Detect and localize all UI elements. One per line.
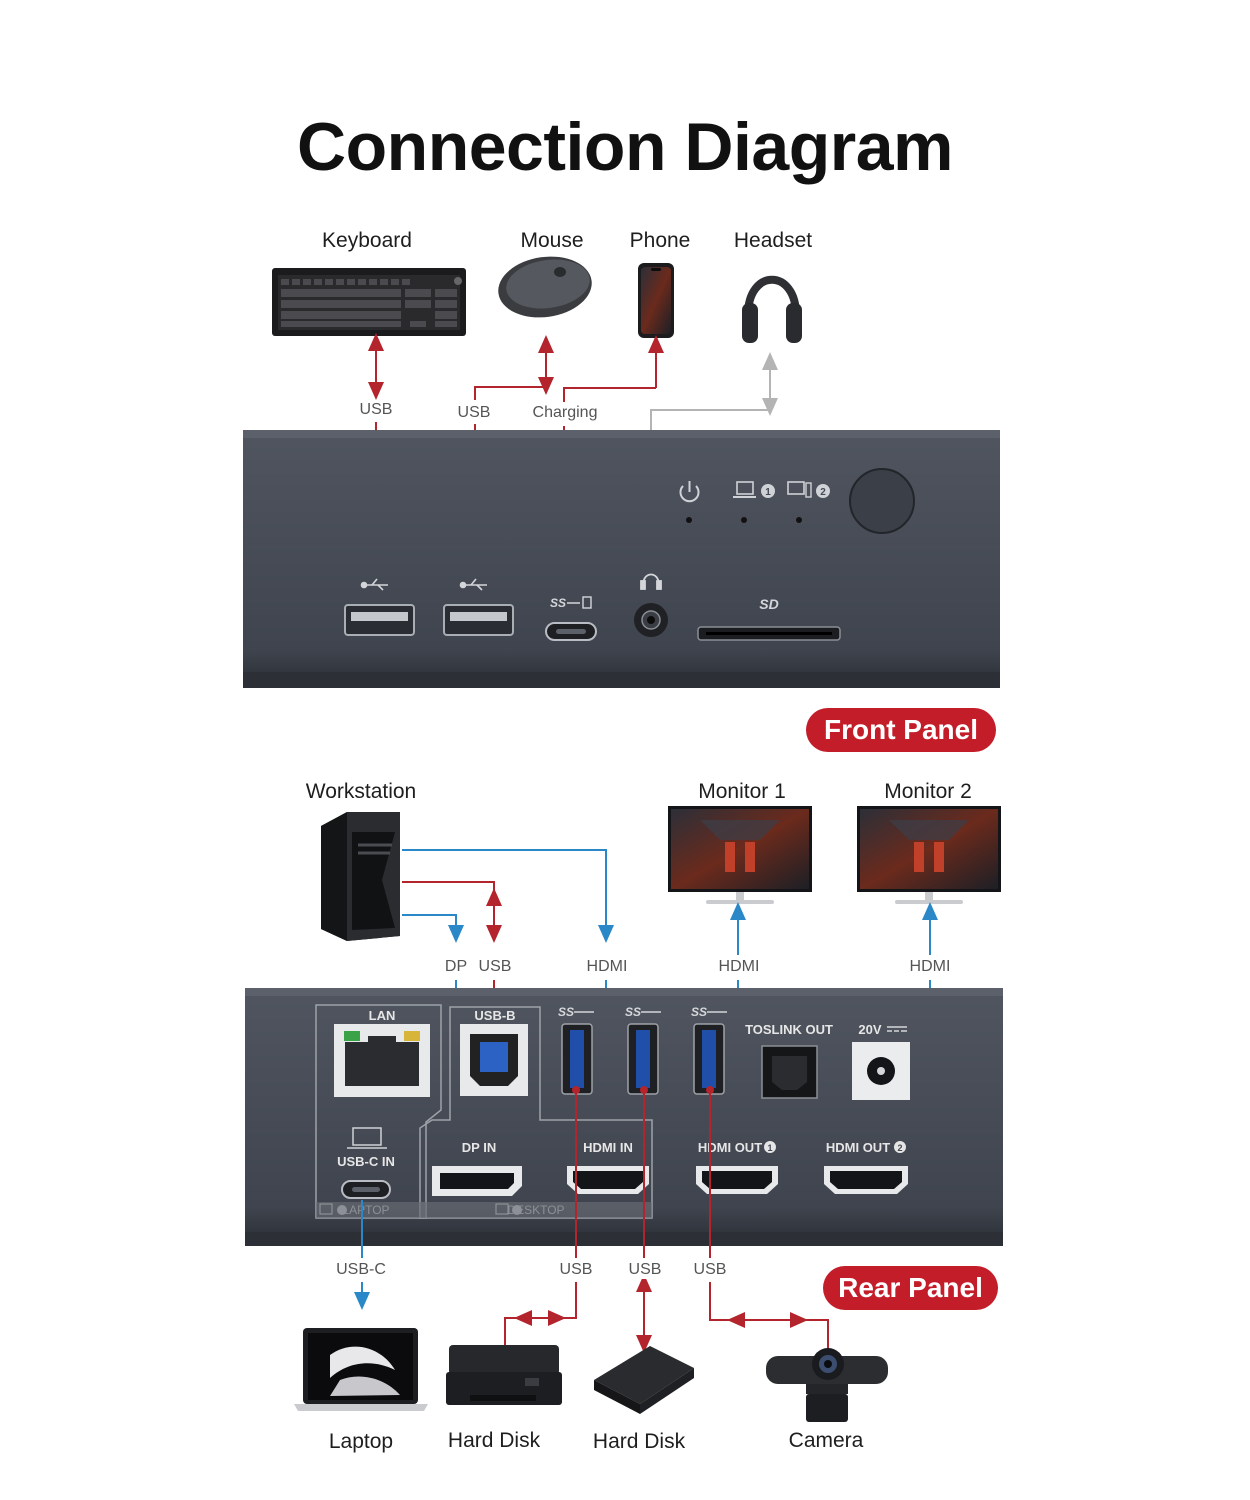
svg-text:1: 1	[765, 487, 771, 498]
usb-a-port-rear-2[interactable]	[627, 1023, 659, 1095]
output-2-badge	[894, 1141, 906, 1153]
laptop-group-label: LAPTOP	[342, 1203, 389, 1217]
hdmi-in-label: HDMI IN	[583, 1140, 633, 1155]
laptop-icon	[294, 1328, 428, 1411]
link-label-hdmi-monitor-1: HDMI	[716, 958, 762, 976]
usb-symbol-icon	[360, 578, 388, 591]
page-title: Connection Diagram	[297, 109, 953, 185]
switch-button[interactable]	[849, 468, 915, 534]
usb-b-port[interactable]	[460, 1024, 528, 1096]
headphone-symbol-icon	[640, 573, 662, 590]
rear-panel-badge: Rear Panel	[823, 1266, 998, 1310]
link-label-mouse: USB	[455, 404, 493, 422]
lan-port[interactable]	[334, 1024, 430, 1097]
superspeed-usb-icon: SS	[691, 1005, 727, 1019]
svg-text:SS: SS	[625, 1005, 641, 1019]
dp-in-label: DP IN	[462, 1140, 496, 1155]
hdmi-out-1-label: HDMI OUT	[698, 1140, 762, 1155]
usb-a-port-2[interactable]	[443, 604, 514, 636]
svg-text:1: 1	[767, 1143, 772, 1153]
link-label-hdmi-in: HDMI	[584, 958, 630, 976]
hdmi-out-2-port[interactable]	[824, 1166, 908, 1194]
printer-icon	[446, 1345, 562, 1405]
dc-power-port[interactable]	[852, 1042, 910, 1100]
hard-disk-2-label: Hard Disk	[592, 1430, 686, 1453]
sd-logo: SD	[759, 596, 778, 612]
usb-a-port-rear-1[interactable]	[561, 1023, 593, 1095]
workstation-label: Workstation	[305, 780, 417, 803]
usb-c-port[interactable]	[545, 622, 597, 641]
hdmi-out-2-label: HDMI OUT	[826, 1140, 890, 1155]
link-label-usb-1: USB	[557, 1261, 595, 1279]
superspeed-usb-icon: SS	[558, 1005, 594, 1019]
usb-a-port-1[interactable]	[344, 604, 415, 636]
phone-icon	[638, 263, 674, 338]
superspeed-usb-icon: SS	[625, 1005, 661, 1019]
svg-text:2: 2	[897, 1143, 902, 1153]
desktop-2-icon: 2	[787, 481, 830, 498]
toslink-port[interactable]	[761, 1045, 818, 1099]
hdmi-out-1-port[interactable]	[696, 1166, 778, 1194]
laptop-label: Laptop	[328, 1430, 394, 1453]
link-label-dp: DP	[442, 958, 470, 976]
desktop-group-label: DESKTOP	[507, 1203, 564, 1217]
usb-c-in-label: USB-C IN	[337, 1154, 395, 1169]
monitor-2-icon	[857, 806, 1001, 904]
hard-disk-icon	[594, 1346, 694, 1414]
camera-icon	[766, 1348, 888, 1422]
link-label-usb-b: USB	[476, 958, 514, 976]
monitor-2-label: Monitor 2	[884, 780, 972, 803]
keyboard-icon	[272, 268, 466, 336]
dc-symbol-icon	[887, 1026, 907, 1032]
link-label-phone: Charging	[530, 404, 600, 422]
group-1-icon	[319, 1203, 347, 1215]
mouse-label: Mouse	[520, 229, 584, 252]
sd-card-slot[interactable]	[697, 626, 841, 641]
usb-a-port-rear-3[interactable]	[693, 1023, 725, 1095]
link-label-keyboard: USB	[357, 401, 395, 419]
link-label-hdmi-monitor-2: HDMI	[907, 958, 953, 976]
keyboard-label: Keyboard	[322, 229, 412, 252]
group-2-icon	[495, 1203, 522, 1215]
output-1-badge	[764, 1141, 776, 1153]
svg-text:SS: SS	[558, 1005, 574, 1019]
workstation-icon	[321, 812, 400, 941]
lan-label: LAN	[369, 1008, 396, 1023]
laptop-small-icon	[347, 1127, 387, 1149]
link-label-usb-c: USB-C	[334, 1261, 388, 1279]
monitor-1-icon	[668, 806, 812, 904]
link-label-usb-2: USB	[626, 1261, 664, 1279]
svg-text:SS: SS	[550, 596, 566, 610]
mouse-icon	[498, 256, 592, 318]
camera-label: Camera	[788, 1429, 864, 1452]
headset-label: Headset	[733, 229, 813, 252]
svg-text:SS: SS	[691, 1005, 707, 1019]
front-panel-badge: Front Panel	[806, 708, 996, 752]
power-icon	[679, 481, 700, 503]
link-label-usb-3: USB	[691, 1261, 729, 1279]
laptop-1-icon: 1	[733, 481, 775, 498]
usb-b-label: USB-B	[474, 1008, 515, 1023]
superspeed-usb-icon: SS	[550, 596, 592, 610]
hdmi-in-port[interactable]	[567, 1166, 649, 1194]
usb-c-in-port[interactable]	[341, 1180, 391, 1199]
phone-label: Phone	[629, 229, 691, 252]
hard-disk-1-label: Hard Disk	[447, 1429, 541, 1452]
svg-text:2: 2	[820, 487, 826, 498]
displayport-in-port[interactable]	[432, 1166, 522, 1196]
headset-icon	[742, 275, 802, 343]
monitor-1-label: Monitor 1	[698, 780, 786, 803]
power-label: 20V	[858, 1022, 881, 1037]
usb-symbol-icon	[459, 578, 487, 591]
audio-jack-port[interactable]	[634, 603, 668, 637]
toslink-label: TOSLINK OUT	[745, 1022, 833, 1037]
